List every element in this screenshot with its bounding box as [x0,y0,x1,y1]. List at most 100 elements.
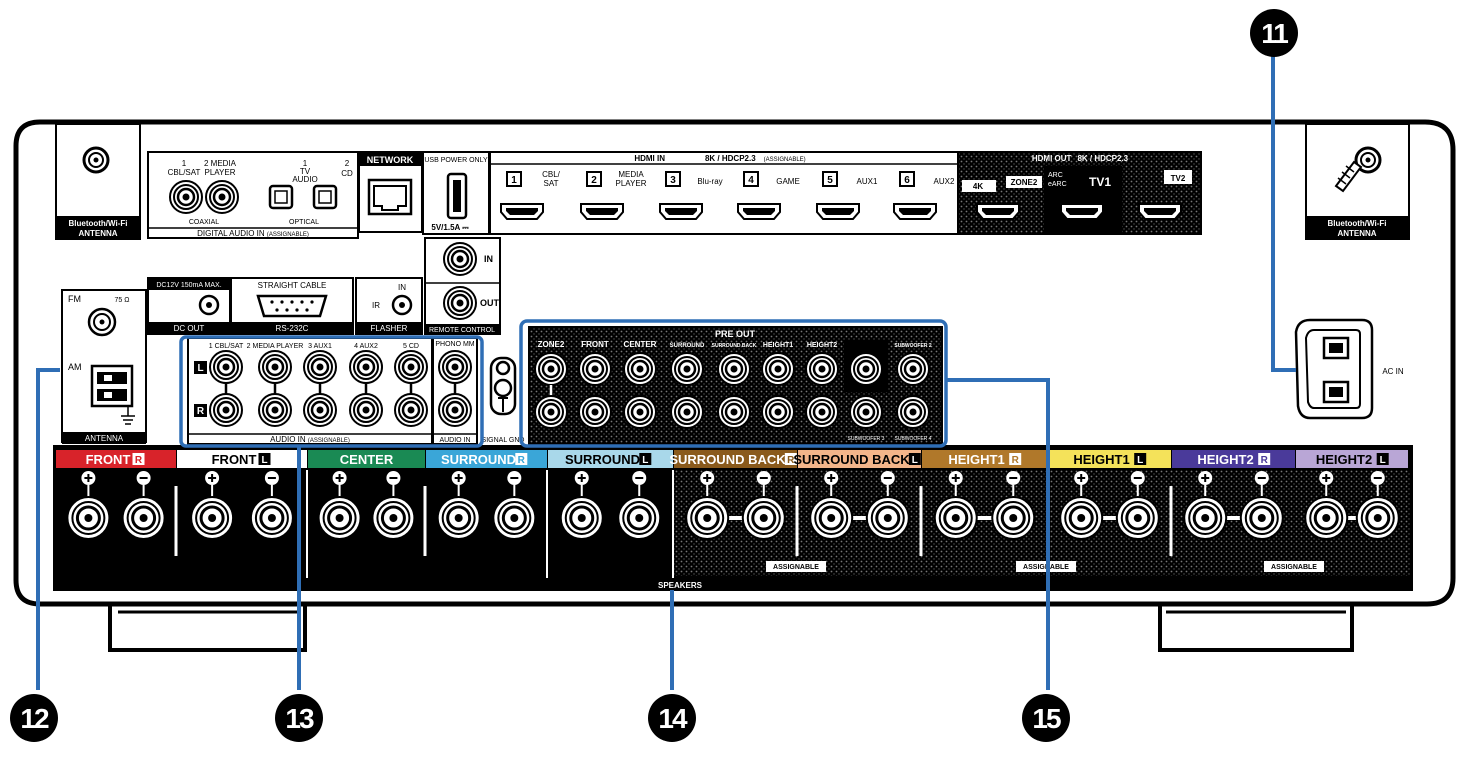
pre-out-jack-bottom[interactable] [577,394,613,430]
audio-in-jack-right[interactable] [393,392,429,428]
speaker-terminal-plus[interactable] [933,495,979,541]
pre-out-jack-bottom[interactable] [804,394,840,430]
pre-out-jack-bottom[interactable] [716,394,752,430]
speaker-side-marker [258,453,271,465]
optical-1-number: 1 [303,159,308,168]
pre-out-jack-bottom[interactable] [669,394,705,430]
signal-gnd-terminal[interactable]: SIGNAL GND [482,356,525,444]
hdmi-in-port-4[interactable] [737,203,781,220]
speaker-terminal-minus[interactable] [616,495,662,541]
hdmi-out-tv2-port[interactable] [1138,203,1182,220]
pre-out-jack-top[interactable] [622,351,658,387]
pre-out-jack-bottom[interactable] [622,394,658,430]
audio-in-jack-left[interactable] [208,349,244,385]
callout-12: 12 [10,694,58,742]
phono-jack-left[interactable] [437,349,473,385]
speaker-terminal-plus[interactable] [317,495,363,541]
speaker-terminal-plus[interactable] [684,495,730,541]
pre-out-jack-bottom[interactable] [533,394,569,430]
audio-in-jack-right[interactable] [257,392,293,428]
usb-port[interactable]: USB POWER ONLY 5V/1.5A ⎓ [422,151,490,235]
audio-in-jack-left[interactable] [348,349,384,385]
pre-out-jack-bottom[interactable] [848,394,884,430]
phono-jack-right[interactable] [437,392,473,428]
pre-out-jack-bottom[interactable] [895,394,931,430]
speaker-channel-color-band [177,450,307,468]
hdmi-in-name: GAME [776,177,800,186]
audio-in-input-label: 3 AUX1 [308,343,332,350]
flasher-jack[interactable] [391,294,413,316]
dc-out-spec: DC12V 150mA MAX. [156,282,221,289]
dc-out-jack[interactable] [198,294,220,316]
audio-in-jack-left[interactable] [393,349,429,385]
pre-out-jack-top[interactable] [804,351,840,387]
hdmi-in-port-1[interactable] [500,203,544,220]
rs232c-spec: STRAIGHT CABLE [258,281,327,290]
speaker-terminal-plus[interactable] [808,495,854,541]
bt-wifi-antenna-left[interactable]: Bluetooth/Wi-Fi ANTENNA [55,123,141,240]
audio-in-input-label: 4 AUX2 [354,343,378,350]
audio-in-jack-right[interactable] [302,392,338,428]
speaker-channel-name: HEIGHT2 [1197,452,1253,467]
bt-wifi-antenna-right[interactable]: Bluetooth/Wi-Fi ANTENNA [1305,123,1410,240]
audio-in-jack-left[interactable] [302,349,338,385]
callout-lines [36,55,1296,690]
pre-out-jack-top[interactable] [577,351,613,387]
speaker-terminal-minus[interactable] [1239,495,1285,541]
coaxial-jack-2[interactable] [204,179,240,215]
fm-antenna-jack[interactable] [87,307,117,337]
speaker-terminal-minus[interactable] [121,495,167,541]
hdmi-out-zone2-port[interactable] [976,203,1020,220]
audio-in-jack-right[interactable] [208,392,244,428]
dc-out-section: DC12V 150mA MAX. DC OUT [147,277,231,335]
speaker-terminal-plus[interactable] [1182,495,1228,541]
speaker-terminal-plus[interactable] [1058,495,1104,541]
ac-in-socket[interactable] [1294,318,1374,420]
remote-out-jack[interactable] [442,285,478,321]
hdmi-in-port-2[interactable] [580,203,624,220]
pre-out-jack-top[interactable] [669,351,705,387]
speaker-terminal-minus[interactable] [990,495,1036,541]
coaxial-jack-1[interactable] [168,179,204,215]
speaker-terminal-plus[interactable] [436,495,482,541]
speaker-terminal-minus[interactable] [1355,495,1401,541]
speaker-terminal-minus[interactable] [491,495,537,541]
pre-out-jack-top[interactable] [848,351,884,387]
pre-out-channel-label: SURROUND BACK [712,343,757,349]
audio-in-jack-right[interactable] [348,392,384,428]
speaker-side-letter: L [642,455,648,466]
speaker-terminal-plus[interactable] [559,495,605,541]
rs232c-port[interactable] [256,294,328,318]
speaker-terminal-minus[interactable] [1115,495,1161,541]
speaker-terminal-plus[interactable] [65,495,111,541]
callout-12-line [36,368,60,690]
speaker-terminal-plus[interactable] [1303,495,1349,541]
pre-out-jack-top[interactable] [716,351,752,387]
hdmi-in-port-5[interactable] [816,203,860,220]
audio-in-jack-left[interactable] [257,349,293,385]
speaker-terminal-minus[interactable] [741,495,787,541]
remote-control-label: REMOTE CONTROL [429,327,495,334]
pre-out-jack-bottom[interactable] [760,394,796,430]
hdmi-in-port-6[interactable] [893,203,937,220]
assignable-tag [1264,561,1324,572]
hdmi-in-port-3[interactable] [659,203,703,220]
speaker-side-letter: L [1137,455,1143,466]
pre-out-jack-top[interactable] [760,351,796,387]
optical-jack-2[interactable] [312,184,338,210]
speakers-label: SPEAKERS [658,581,703,590]
dc-out-label: DC OUT [174,324,205,333]
hdmi-out-tv1-port[interactable] [1060,203,1104,220]
speaker-terminal-minus[interactable] [249,495,295,541]
network-port[interactable]: NETWORK [358,151,423,233]
am-antenna-terminal[interactable] [90,364,134,408]
pre-out-jack-top[interactable] [533,351,569,387]
optical-jack-1[interactable] [268,184,294,210]
pre-out-jack-top[interactable] [895,351,931,387]
speaker-terminal-minus[interactable] [370,495,416,541]
speaker-terminal-minus[interactable] [865,495,911,541]
remote-in-jack[interactable] [442,241,478,277]
speaker-terminal-plus[interactable] [189,495,235,541]
